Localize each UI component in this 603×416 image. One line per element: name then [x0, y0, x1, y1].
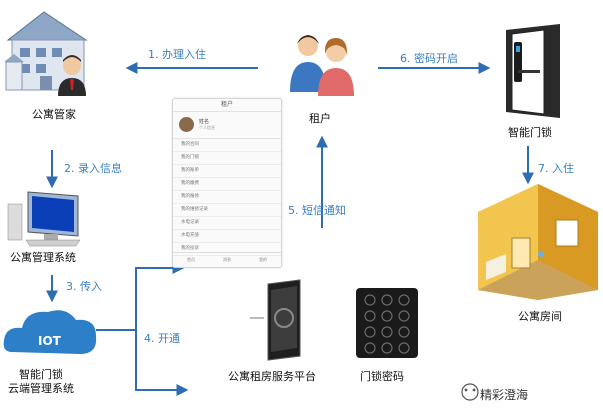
smartphone-icon — [250, 279, 301, 361]
app-menu-row: 我的维修记录 — [173, 204, 281, 217]
apartment-room-label: 公寓房间 — [518, 310, 562, 323]
keypad-icon — [356, 288, 418, 358]
app-tab-messages: 消息 — [223, 257, 231, 262]
app-menu-row: 我的报修 — [173, 191, 281, 204]
tenant-app-screenshot: 租户 姓名 个人信息 我的合同 我的门锁 我的账单 我的缴费 我的报修 我的维修… — [172, 98, 282, 268]
app-profile: 姓名 个人信息 — [173, 112, 281, 139]
step-2-label: 2. 录入信息 — [64, 162, 122, 175]
step-5-label: 5. 短信通知 — [288, 204, 346, 217]
wechat-logo-icon — [461, 383, 479, 401]
profile-name: 姓名 — [199, 119, 210, 125]
app-menu-row: 水电记录 — [173, 217, 281, 230]
step-1-label: 1. 办理入住 — [148, 48, 206, 61]
butler-person-icon — [58, 55, 86, 96]
iot-cloud-icon — [3, 310, 97, 354]
arrow-activate-app — [96, 262, 185, 331]
iot-cloud-label: 智能门锁 云端管理系统 — [8, 368, 74, 395]
app-menu-row: 水电充值 — [173, 230, 281, 243]
iot-badge-text: IOT — [38, 334, 61, 348]
apartment-room-icon — [478, 184, 598, 300]
smart-lock-door-icon — [506, 24, 560, 118]
avatar — [179, 117, 194, 132]
tenant-people-icon — [290, 35, 354, 96]
app-title: 租户 — [173, 99, 281, 112]
step-7-label: 7. 入住 — [538, 162, 574, 175]
arrow-activate-platform — [135, 330, 189, 396]
profile-sub: 个人信息 — [199, 125, 215, 130]
lock-password-label: 门锁密码 — [360, 370, 404, 383]
app-menu-row: 我的合同 — [173, 139, 281, 152]
app-tab-home: 首页 — [187, 257, 195, 262]
rental-platform-label: 公寓租房服务平台 — [228, 370, 316, 383]
step-3-label: 3. 传入 — [66, 280, 102, 293]
app-menu-row: 我的投诉 — [173, 243, 281, 256]
step-4-label: 4. 开通 — [144, 332, 180, 345]
management-system-label: 公寓管理系统 — [10, 251, 76, 264]
app-menu-row: 我的账单 — [173, 165, 281, 178]
watermark-text: 精彩澄海 — [480, 388, 529, 402]
app-menu-row: 我的缴费 — [173, 178, 281, 191]
smart-lock-label: 智能门锁 — [508, 126, 552, 139]
app-menu-row: 我的门锁 — [173, 152, 281, 165]
computer-monitor-icon — [7, 191, 81, 247]
apartment-butler-label: 公寓管家 — [32, 108, 76, 121]
step-6-label: 6. 密码开启 — [400, 52, 458, 65]
app-tab-me: 我的 — [259, 257, 267, 262]
app-tab-bar: 首页 消息 我的 — [173, 252, 281, 267]
tenant-label: 租户 — [309, 112, 331, 125]
